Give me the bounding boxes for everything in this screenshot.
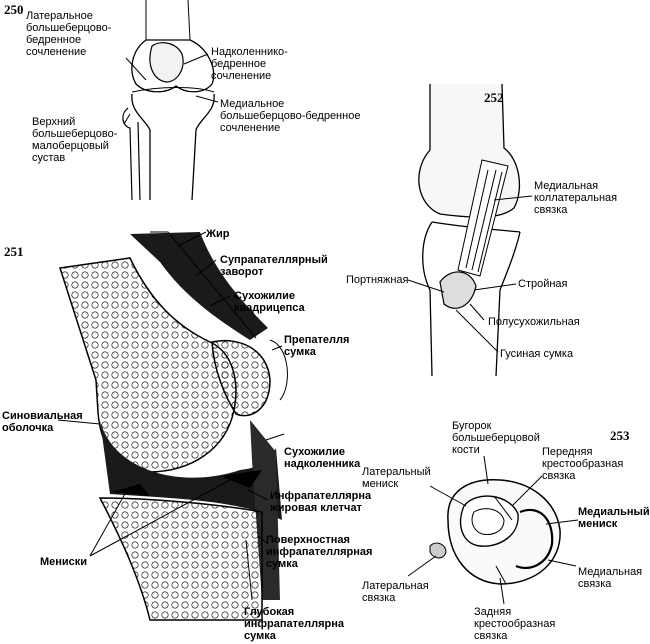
label-infrapatellar-fat-pad: Инфрапателлярна жировая клетчат <box>270 490 372 514</box>
label-fat: Жир <box>206 228 230 240</box>
label-medial-meniscus: Медиальный мениск <box>578 506 650 530</box>
label-gracilis: Стройная <box>518 278 568 290</box>
label-superior-tibiofibular-joint: Верхний большеберцово- малоберцовый суст… <box>32 116 118 164</box>
label-patellofemoral-joint: Надколеннико- бедренное сочленение <box>211 46 288 82</box>
label-anterior-cruciate-ligament: Передняя крестообразная связка <box>542 446 624 482</box>
label-sartorius: Портняжная <box>346 274 409 286</box>
label-pes-anserine-bursa: Гусиная сумка <box>500 348 574 360</box>
label-semitendinosus: Полусухожильная <box>488 316 580 328</box>
figure-251-number: 251 <box>4 244 24 259</box>
label-tibial-tubercle: Бугорок большеберцовой кости <box>452 420 540 456</box>
figure-250-number: 250 <box>4 2 24 17</box>
label-menisci: Мениски <box>40 556 88 568</box>
figure-253-number: 253 <box>610 428 630 443</box>
label-superficial-infrapatellar-bursa: Поверхностная инфрапателлярная сумка <box>266 534 373 570</box>
label-lateral-ligament: Латеральная связка <box>362 580 429 604</box>
label-medial-collateral-ligament: Медиальная коллатеральная связка <box>534 180 618 216</box>
figure-252-number: 252 <box>484 90 504 105</box>
label-posterior-cruciate-ligament: Задняя крестообразная связка <box>474 606 556 642</box>
label-lateral-meniscus: Латеральный мениск <box>362 466 431 490</box>
label-lateral-tibiofemoral-joint: Латеральное большеберцово- бедренное соч… <box>26 10 112 58</box>
label-deep-infrapatellar-bursa: Глубокая инфрапателлярна сумка <box>244 606 345 642</box>
label-synovial-membrane: Синовиальная оболочка <box>2 410 83 434</box>
label-medial-tibiofemoral-joint: Медиальное большеберцово-бедренное сочле… <box>220 98 361 134</box>
label-prepatellar-bursa: Препателля сумка <box>284 334 350 358</box>
label-medial-ligament: Медиальная связка <box>578 566 643 590</box>
label-suprapatellar-recess: Супрапателлярный заворот <box>220 254 328 278</box>
label-patellar-tendon: Сухожилие надколенника <box>284 446 361 470</box>
label-quadriceps-tendon: Сухожилие квадрицепса <box>234 290 305 314</box>
